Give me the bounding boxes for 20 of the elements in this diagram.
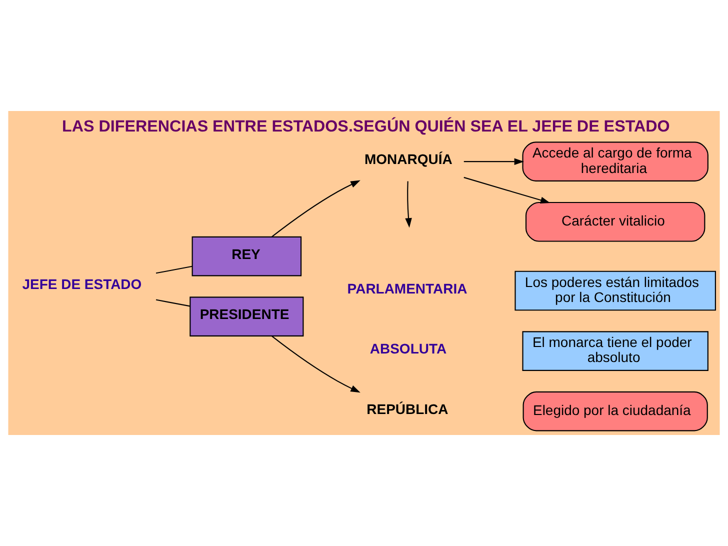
connector <box>156 266 192 274</box>
node-text: REPÚBLICA <box>366 400 448 417</box>
node-box: PRESIDENTE <box>190 296 304 336</box>
arrow <box>464 158 524 165</box>
node-box: Elegido por la ciudadanía <box>522 391 708 432</box>
diagram-title: LAS DIFERENCIAS ENTRE ESTADOS.SEGÚN QUIÉN SEA EL JEFE DE ESTADO <box>62 117 670 136</box>
node-box: Carácter vitalicio <box>525 202 706 242</box>
connector <box>156 299 190 307</box>
node-text: MONARQUÍA <box>364 151 452 168</box>
node-text: PARLAMENTARIA <box>347 280 468 296</box>
node-box: REY <box>192 236 302 276</box>
arrow <box>464 176 550 204</box>
node-box: Accede al cargo de forma hereditaria <box>522 142 708 182</box>
arrow <box>405 181 412 228</box>
node-box: El monarca tiene el poder absoluto <box>522 331 708 371</box>
arrow <box>272 180 360 238</box>
node-text: JEFE DE ESTADO <box>22 276 142 292</box>
node-box: Los poderes están limitados por la Constitución <box>514 270 716 311</box>
arrow <box>272 336 360 393</box>
node-text: ABSOLUTA <box>370 340 447 357</box>
